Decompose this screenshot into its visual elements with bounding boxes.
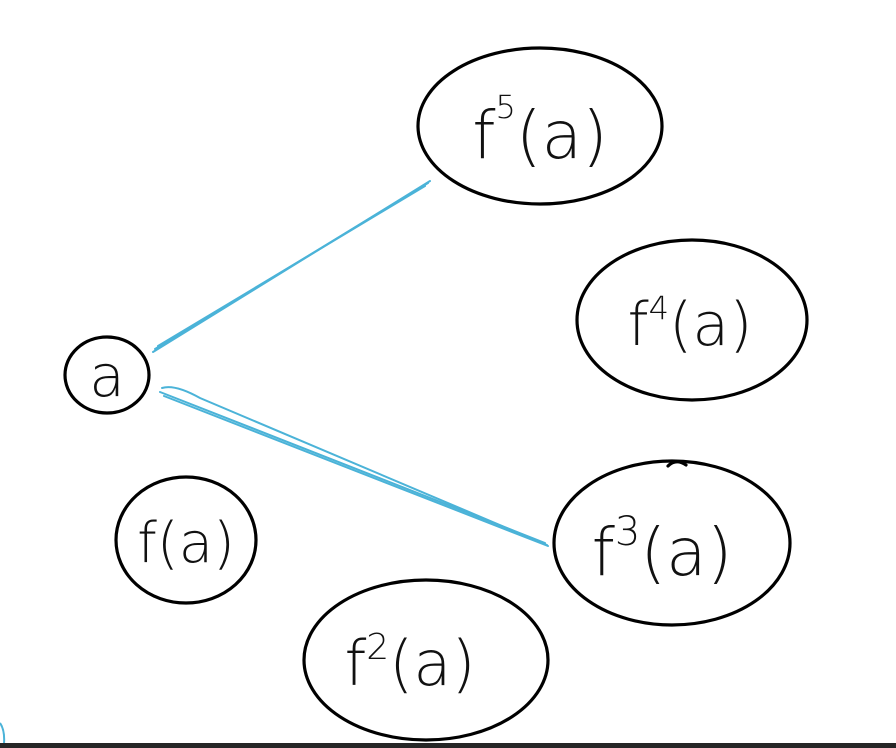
node-a-label: a bbox=[89, 342, 125, 410]
partial-blue-stroke bbox=[0, 722, 6, 745]
bottom-bar bbox=[0, 743, 896, 748]
node-f5: f5(a) bbox=[416, 46, 664, 206]
node-f4: f4(a) bbox=[575, 238, 809, 402]
node-a: a bbox=[63, 335, 151, 415]
node-f2: f2(a) bbox=[302, 578, 550, 742]
node-f1: f(a) bbox=[114, 475, 258, 605]
edge-a-to-f3 bbox=[159, 386, 549, 547]
node-f5-label: f5(a) bbox=[472, 88, 608, 174]
node-f1-label: f(a) bbox=[137, 511, 235, 576]
node-f4-label: f4(a) bbox=[627, 289, 752, 360]
node-f2-label: f2(a) bbox=[344, 627, 475, 700]
node-f3: f3(a) bbox=[552, 459, 792, 627]
edge-a-to-f5 bbox=[152, 180, 431, 353]
node-f3-label: f3(a) bbox=[592, 509, 733, 591]
